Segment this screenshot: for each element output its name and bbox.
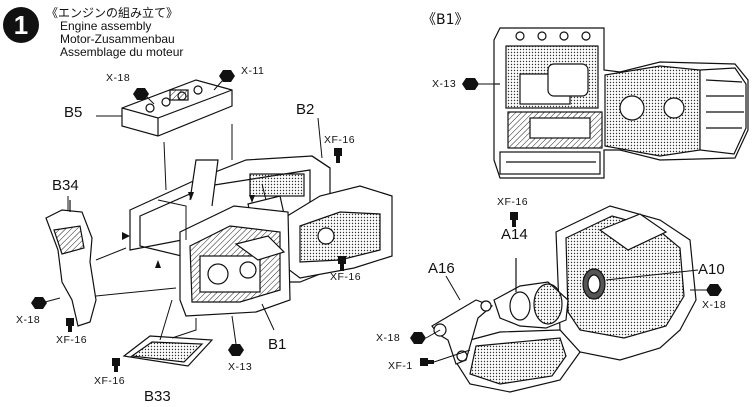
- screw-x18-a10-icon: [706, 284, 722, 296]
- screw-xf16-a14-icon: [510, 212, 518, 227]
- screw-x13-detail-icon: [462, 78, 500, 90]
- part-label-b5: B5: [64, 104, 83, 121]
- screw-xf16-right-icon: [338, 256, 346, 271]
- screw-xf16-bottom-icon: [112, 358, 120, 372]
- screw-x18-top-icon: [133, 88, 149, 100]
- b33-oil-pan-plate: [122, 335, 214, 367]
- screw-label-x18-a16: X-18: [376, 332, 401, 344]
- part-label-b33: B33: [144, 388, 171, 405]
- a14-alternator: [493, 258, 569, 329]
- screw-label-x18-left: X-18: [16, 314, 41, 326]
- screw-x18-left-icon: [31, 297, 47, 309]
- step-number: 1: [3, 7, 39, 43]
- part-label-b2: B2: [296, 101, 315, 118]
- screw-x13-bottom-icon: [228, 344, 244, 356]
- title-english: Engine assembly: [60, 19, 152, 33]
- screw-x11-icon: [219, 70, 235, 82]
- screw-x18-a16-icon: [410, 332, 426, 344]
- b1-detail-label: 《B1》: [422, 12, 469, 28]
- screw-label-x18-top: X-18: [106, 72, 131, 84]
- screw-xf1-a16-icon: [420, 358, 434, 366]
- screw-label-xf16-b2: XF-16: [324, 134, 356, 146]
- part-label-a14: A14: [501, 226, 528, 243]
- screw-label-x18-a10: X-18: [702, 299, 727, 311]
- b5-valve-cover: [121, 79, 233, 137]
- screw-label-x11: X-11: [241, 65, 265, 77]
- gearbox: [247, 185, 393, 279]
- screw-xf16-b2-icon: [334, 148, 342, 163]
- part-label-a16: A16: [428, 260, 455, 277]
- screw-label-xf16-bottom: XF-16: [94, 375, 126, 387]
- title-german: Motor-Zusammenbau: [60, 32, 175, 46]
- screw-label-xf16-a14: XF-16: [497, 196, 529, 208]
- screw-label-xf1-a16: XF-1: [388, 360, 413, 372]
- part-label-b1: B1: [268, 336, 287, 353]
- screw-label-xf16-right: XF-16: [330, 271, 362, 283]
- b1-engine-half: [179, 205, 291, 317]
- a10-pulley: [582, 268, 606, 300]
- title-french: Assemblage du moteur: [60, 45, 184, 59]
- screw-xf16-left-icon: [66, 318, 74, 332]
- b1-detail-view: [493, 27, 749, 179]
- part-label-b34: B34: [52, 177, 79, 194]
- screw-label-x13-bottom: X-13: [228, 361, 253, 373]
- screw-label-xf16-left: XF-16: [56, 334, 88, 346]
- title-japanese: 《エンジンの組み立て》: [46, 6, 179, 20]
- b34-bracket: [45, 200, 97, 327]
- assembled-engine: [455, 205, 697, 393]
- part-label-a10: A10: [698, 261, 725, 278]
- screw-label-x13-detail: X-13: [432, 78, 457, 90]
